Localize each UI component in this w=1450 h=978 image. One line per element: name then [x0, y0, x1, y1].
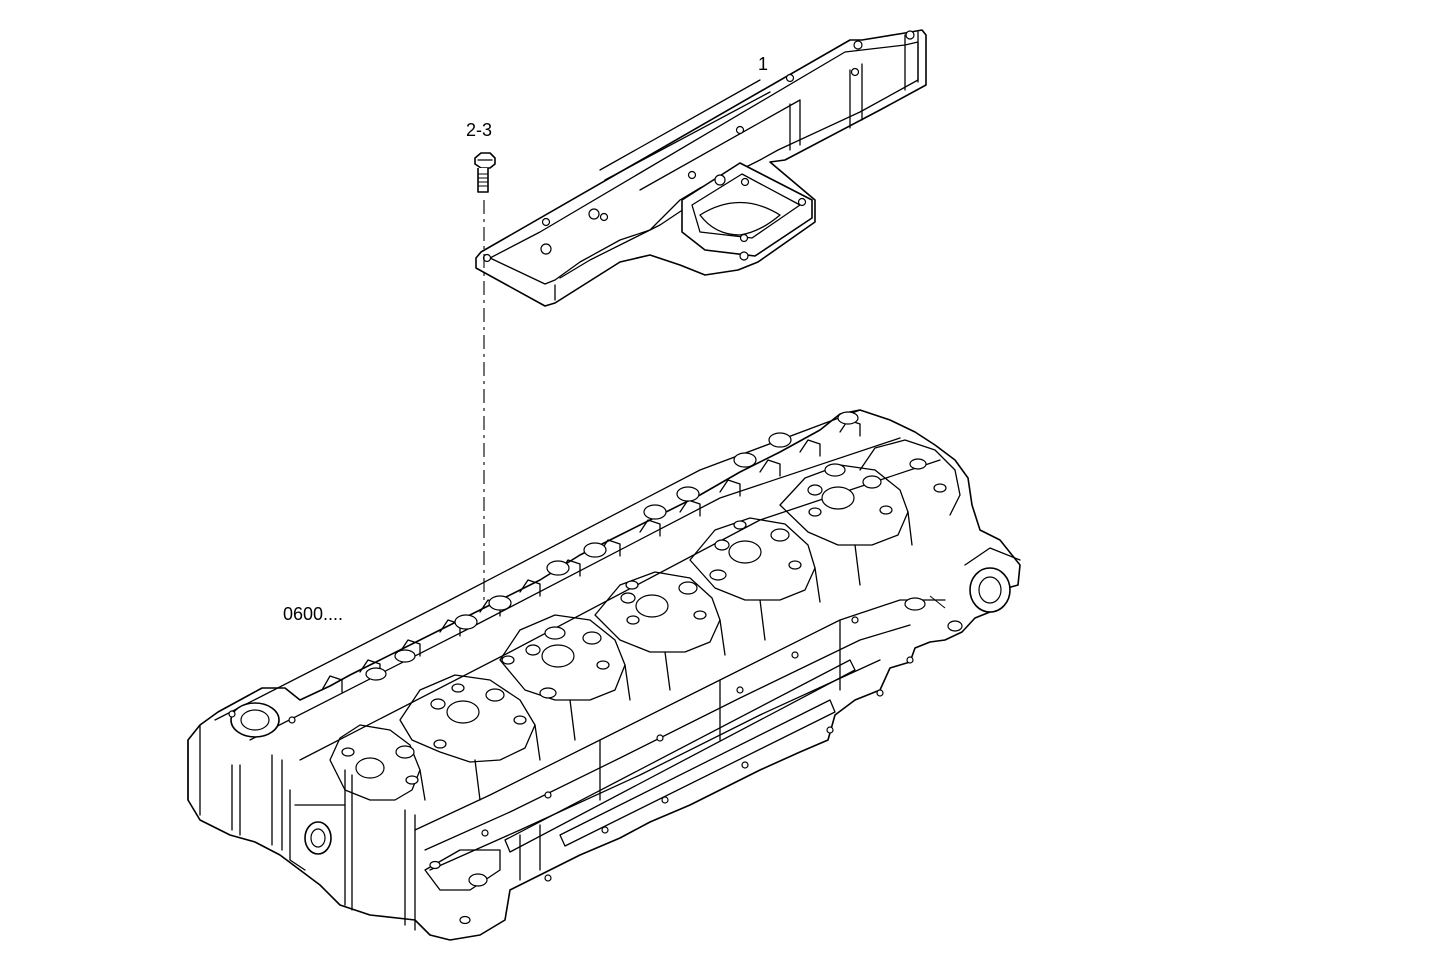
callout-part-2-3-label: 2-3	[466, 120, 493, 140]
reference-group-label: 0600....	[283, 604, 344, 624]
callout-part-1-label: 1	[758, 54, 769, 74]
bolt-part-2-3	[474, 152, 496, 193]
cylinder-head-assembly	[187, 409, 1021, 941]
cover-plate-part-1	[475, 29, 927, 307]
